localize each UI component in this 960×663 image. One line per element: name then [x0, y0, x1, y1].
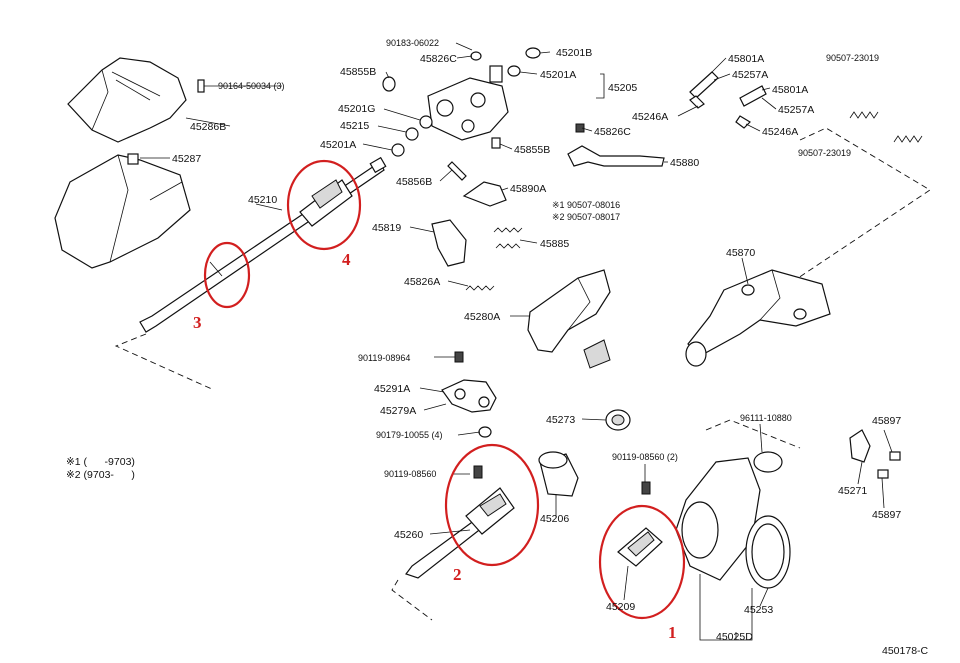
label-45209: 45209: [606, 601, 635, 613]
spring-guide-line: [791, 127, 931, 283]
label-90119-08964: 90119-08964: [358, 353, 410, 363]
label-45885: 45885: [540, 238, 569, 250]
label-90507-23019-b: 90507-23019: [798, 148, 851, 158]
part-labels: 90183-06022 45826C 45201B 45855B 90164-5…: [172, 38, 901, 643]
universal-joint-45209: [617, 481, 663, 567]
label-45286B: 45286B: [190, 121, 226, 133]
tilt-link-parts: [689, 71, 767, 129]
label-45246A-1: 45246A: [632, 111, 668, 123]
highlight-ring-3: [203, 241, 251, 309]
label-45826C-top: 45826C: [420, 53, 457, 65]
lower-column-cover: [54, 153, 191, 269]
label-90164-50034: 90164-50034 (3): [218, 81, 285, 91]
label-45257A-1: 45257A: [732, 69, 768, 81]
pin-45856B: [447, 161, 467, 181]
label-45880: 45880: [670, 157, 699, 169]
note-2: ※2 (9703- ): [66, 469, 135, 481]
shaft-guide-line: [114, 333, 215, 391]
label-45280A: 45280A: [464, 311, 500, 323]
label-45890A: 45890A: [510, 183, 546, 195]
label-45201A-top: 45201A: [540, 69, 576, 81]
lever-45890A: [462, 181, 507, 207]
bracket-45291A: [441, 351, 497, 438]
highlight-ring-4: [286, 159, 362, 251]
bearing-45273: [605, 409, 631, 431]
label-45201B: 45201B: [556, 47, 592, 59]
leader-lines: [140, 42, 893, 641]
label-90507-08016: ※1 90507-08016: [552, 200, 620, 210]
spring-45826A: [465, 285, 495, 291]
label-45855B-top: 45855B: [340, 66, 376, 78]
label-45246A-2: 45246A: [762, 126, 798, 138]
highlight-ring-2: [444, 443, 540, 567]
upper-column-cover: [67, 57, 187, 143]
label-90119-08560-a: 90119-08560: [384, 469, 436, 479]
marker-3: 3: [193, 313, 202, 332]
label-90507-08017: ※2 90507-08017: [552, 212, 620, 222]
label-45205: 45205: [608, 82, 637, 94]
marker-1: 1: [668, 623, 677, 642]
note-1: ※1 ( -9703): [66, 456, 135, 468]
label-90507-23019-a: 90507-23019: [826, 53, 879, 63]
label-45819: 45819: [372, 222, 401, 234]
label-45870: 45870: [726, 247, 755, 259]
highlight-ring-1: [598, 504, 686, 620]
label-45801A-1: 45801A: [728, 53, 764, 65]
diagram-code: 450178-C: [882, 645, 929, 657]
label-45856B: 45856B: [396, 176, 432, 188]
label-96111-10880: 96111-10880: [740, 413, 792, 423]
tilt-lever-45880: [567, 145, 665, 167]
column-assembly-45870: [685, 269, 831, 367]
bushing-parts: [197, 47, 585, 157]
label-45826C-mid: 45826C: [594, 126, 631, 138]
steering-main-shaft: [139, 156, 387, 333]
label-90119-08560-b: 90119-08560 (2): [612, 452, 678, 462]
clamp-guide-line: [705, 419, 801, 449]
column-tube-45280A: [527, 269, 611, 369]
label-45897-b: 45897: [872, 509, 901, 521]
label-45291A: 45291A: [374, 383, 410, 395]
column-hole-cover-45025D: [675, 457, 761, 581]
label-90183-06022: 90183-06022: [386, 38, 439, 48]
label-45897-a: 45897: [872, 415, 901, 427]
label-45279A: 45279A: [380, 405, 416, 417]
tension-springs: [849, 111, 923, 143]
label-45257A-2: 45257A: [778, 104, 814, 116]
label-45260: 45260: [394, 529, 423, 541]
column-upper-bracket: [427, 65, 509, 141]
label-45273: 45273: [546, 414, 575, 426]
label-45206: 45206: [540, 513, 569, 525]
bracket-45271: [849, 429, 901, 479]
label-45025D: 45025D: [716, 631, 753, 643]
label-45801A-2: 45801A: [772, 84, 808, 96]
label-45201A-left: 45201A: [320, 139, 356, 151]
bracket-45819: [431, 219, 467, 267]
label-45287: 45287: [172, 153, 201, 165]
label-90179-10055: 90179-10055 (4): [376, 430, 443, 440]
spring-45885: [493, 227, 523, 249]
label-45215: 45215: [340, 120, 369, 132]
label-45826A: 45826A: [404, 276, 440, 288]
gasket-45253: [745, 515, 791, 589]
clamp-96111-10880: [753, 451, 783, 473]
label-45201G: 45201G: [338, 103, 375, 115]
dust-boot-45206: [538, 451, 579, 497]
label-45253: 45253: [744, 604, 773, 616]
intermediate-guide-line: [391, 579, 433, 621]
marker-4: 4: [342, 250, 351, 269]
label-45210: 45210: [248, 194, 277, 206]
marker-2: 2: [453, 565, 462, 584]
label-45271: 45271: [838, 485, 867, 497]
label-45855B-mid: 45855B: [514, 144, 550, 156]
intermediate-shaft-45260: [405, 465, 515, 579]
